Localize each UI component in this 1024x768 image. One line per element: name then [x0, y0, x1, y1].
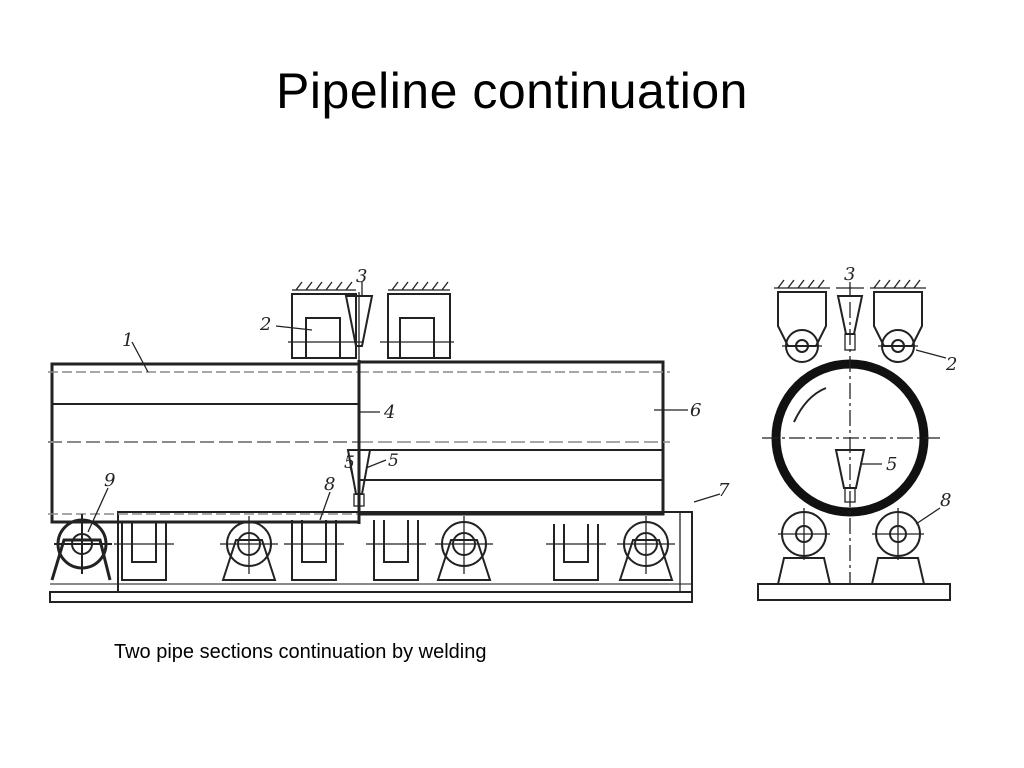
label-9: 9 [104, 470, 115, 491]
label-4: 4 [383, 402, 395, 423]
frame-7 [117, 511, 693, 593]
end-label-8: 8 [940, 490, 951, 511]
label-1: 1 [122, 330, 133, 351]
roller-support-b [435, 516, 493, 581]
welding-head-3 [344, 292, 374, 360]
rotation-arrow [793, 387, 827, 423]
bottom-clamp-d [114, 522, 174, 581]
end-bottom-roller-left [777, 508, 831, 585]
bottom-clamp-c [546, 524, 606, 581]
roller-support-c [617, 516, 675, 581]
slide-title: Pipeline continuation [276, 63, 748, 119]
leader-5b [365, 459, 387, 469]
leader-2 [275, 325, 313, 331]
end-top-clamp-left [774, 279, 830, 363]
bottom-clamp-b [366, 520, 426, 581]
end-label-2: 2 [945, 354, 957, 375]
label-7: 7 [718, 480, 730, 501]
pipe-welding-diagram: 1 2 3 4 5 5 6 7 8 9 [40, 262, 970, 612]
label-3: 3 [356, 266, 367, 287]
base-plate [49, 591, 693, 603]
label-2: 2 [259, 314, 271, 335]
side-view: 1 2 3 4 5 5 6 7 8 9 [48, 266, 730, 603]
end-bottom-roller-right [871, 508, 925, 585]
leader-8 [319, 491, 331, 521]
leader-7 [693, 493, 721, 503]
bottom-clamp-a [284, 520, 344, 581]
pipe-section-6 [357, 360, 665, 516]
end-view: 3 2 5 8 [757, 264, 957, 601]
end-leader-2 [915, 349, 947, 359]
end-leader-8 [915, 507, 941, 525]
diagram-svg: 1 2 3 4 5 5 6 7 8 9 [48, 264, 957, 603]
end-inner-head-5 [834, 449, 866, 503]
leader-9 [87, 487, 109, 533]
top-clamp-left [288, 281, 364, 359]
end-base-plate [757, 583, 951, 601]
label-5b: 5 [388, 451, 399, 471]
roller-support-a [220, 516, 278, 581]
figure-caption: Two pipe sections continuation by weldin… [114, 641, 487, 663]
end-label-5: 5 [886, 454, 897, 475]
leader-5a [349, 465, 357, 493]
top-clamp-right [380, 281, 454, 359]
drive-unit-9 [50, 514, 112, 581]
leader-1 [131, 341, 149, 373]
end-top-clamp-right [870, 279, 926, 363]
label-6: 6 [690, 400, 701, 421]
label-8: 8 [324, 474, 335, 495]
label-5a: 5 [344, 453, 355, 473]
end-label-3: 3 [844, 264, 855, 285]
